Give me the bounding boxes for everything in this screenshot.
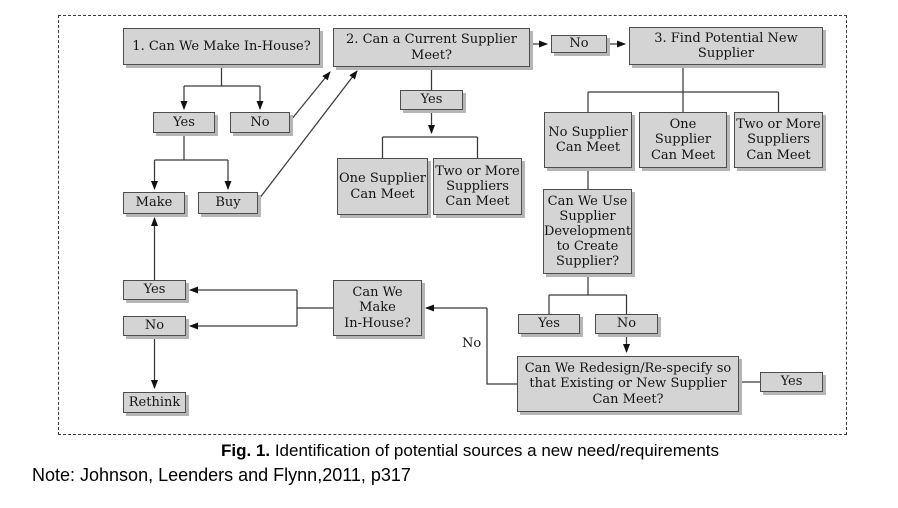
figure-caption: Fig. 1. Identification of potential sour… (0, 441, 898, 461)
node-rethink: Rethink (123, 392, 186, 413)
node-no-mid: No (551, 35, 607, 53)
node-yes-final: Yes (123, 280, 186, 300)
edge-label-no: No (462, 336, 482, 351)
figure-caption-text: Identification of potential sources a ne… (270, 441, 719, 460)
figure-caption-label: Fig. 1. (220, 441, 271, 460)
figure-note: Note: Johnson, Leenders and Flynn,2011, … (32, 465, 411, 485)
node-two-or-more-suppliers-new: Two or More Suppliers Can Meet (734, 112, 823, 168)
node-find-potential-new-supplier: 3. Find Potential New Supplier (629, 27, 823, 65)
node-make: Make (123, 192, 185, 214)
node-no-dev: No (595, 314, 658, 334)
node-no-final: No (123, 316, 186, 336)
node-supplier-development: Can We Use Supplier Development to Creat… (543, 189, 632, 274)
node-redesign-respecify: Can We Redesign/Re-specify so that Exist… (517, 356, 739, 412)
node-two-or-more-suppliers-current: Two or More Suppliers Can Meet (433, 158, 522, 215)
node-yes-dev: Yes (518, 314, 580, 334)
node-yes-redesign: Yes (760, 372, 823, 392)
node-buy: Buy (198, 192, 258, 214)
dashed-figure-border (58, 15, 847, 435)
node-can-we-make-in-house-2: Can We Make In-House? (333, 280, 422, 336)
node-no-supplier-can-meet: No Supplier Can Meet (544, 112, 632, 168)
node-yes-2: Yes (400, 90, 463, 110)
node-no-1: No (230, 112, 290, 133)
node-can-we-make-in-house-1: 1. Can We Make In-House? (123, 28, 320, 65)
node-can-current-supplier-meet: 2. Can a Current Supplier Meet? (333, 28, 530, 67)
node-one-supplier-can-meet-new: One Supplier Can Meet (639, 112, 727, 168)
node-one-supplier-can-meet-current: One Supplier Can Meet (337, 158, 428, 215)
node-yes-1: Yes (153, 112, 215, 133)
